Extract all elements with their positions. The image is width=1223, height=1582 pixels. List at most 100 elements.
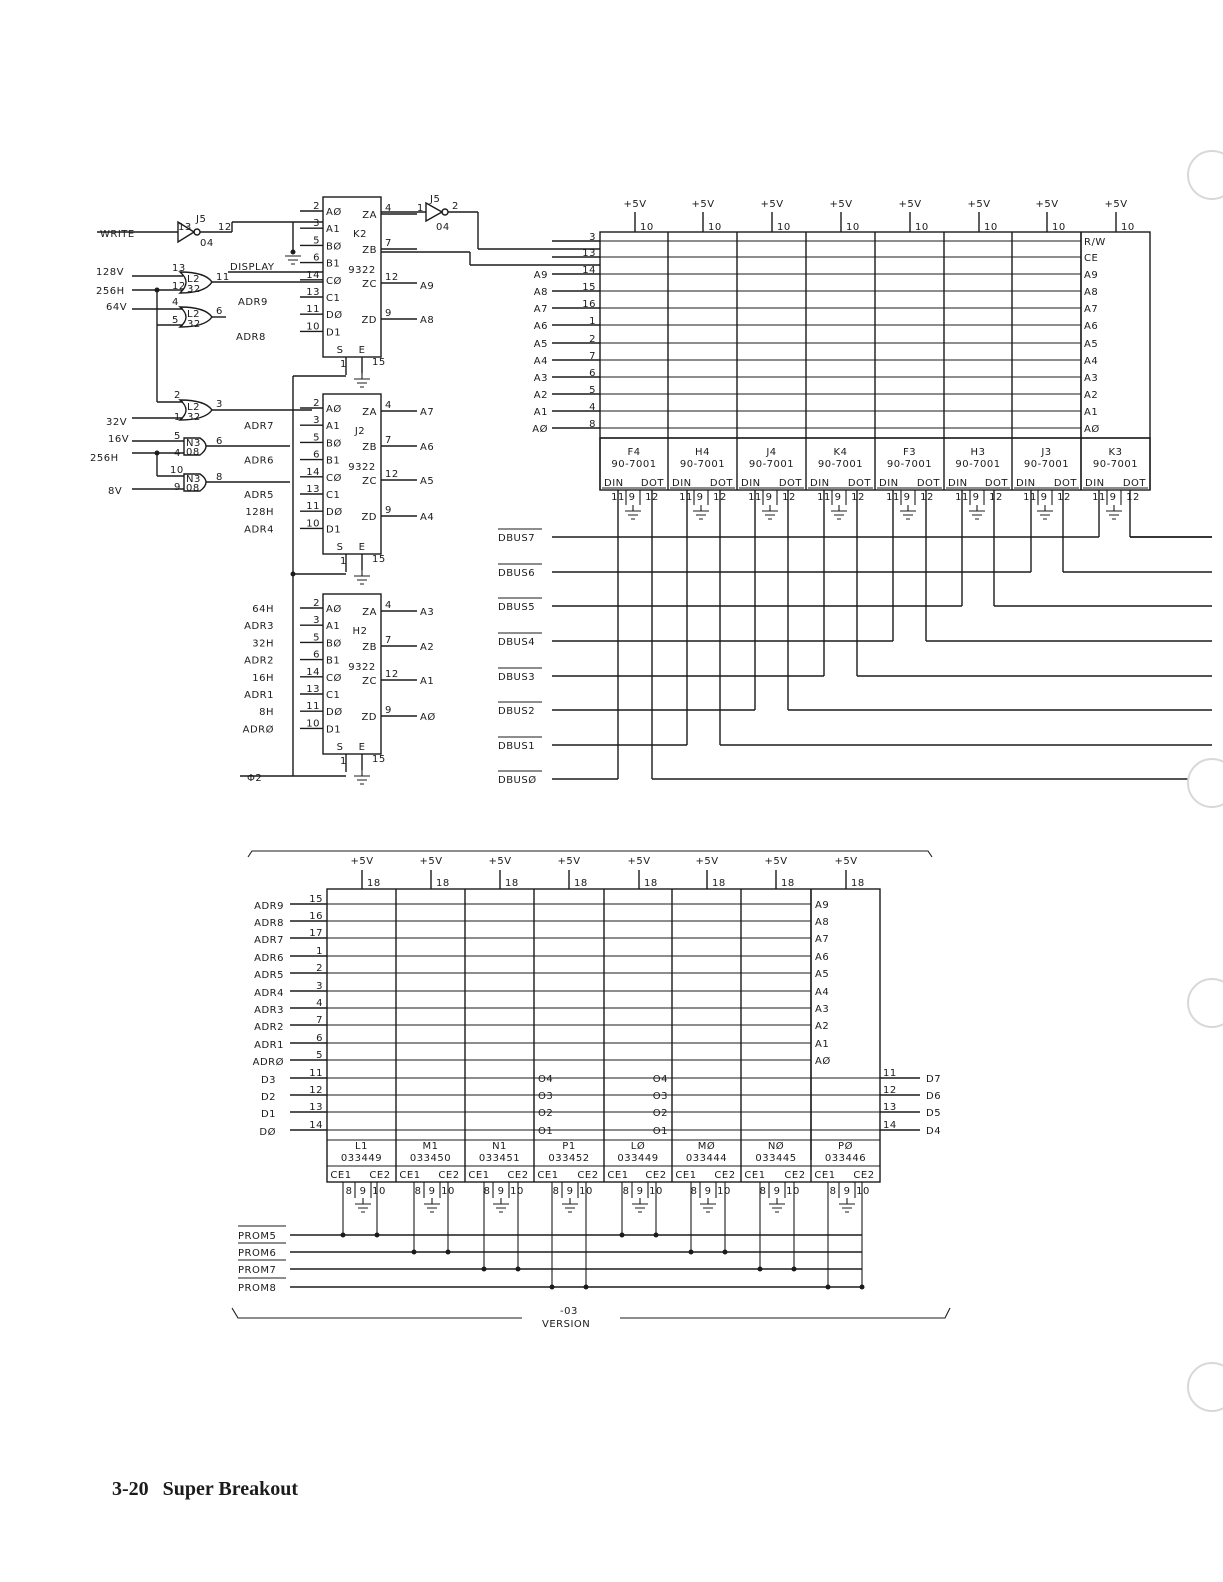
output-label: A6 xyxy=(420,442,434,453)
prom-address-label: A9 xyxy=(815,900,829,911)
pin-number: 9 xyxy=(385,308,392,319)
junction-dot xyxy=(619,1232,625,1238)
pin-name: ZD xyxy=(361,712,377,723)
ram-din: DIN xyxy=(672,478,692,489)
ram-din: DIN xyxy=(1085,478,1105,489)
pin-number: 10 xyxy=(510,1186,524,1197)
input-label: 16H xyxy=(252,673,274,684)
pin-number: 11 xyxy=(679,492,693,503)
pin-name: A1 xyxy=(326,224,340,235)
prom-address-label: A8 xyxy=(815,917,829,928)
gate-l2-c: L2 32 32V 2 1 3 xyxy=(106,390,312,428)
mux-type: 9322 xyxy=(348,265,375,276)
prom-address-input: ADR3 xyxy=(254,1005,284,1016)
prom-chip-ref: N1 xyxy=(492,1141,507,1152)
prom-address-input: ADR6 xyxy=(254,953,284,964)
ram-address-label: A1 xyxy=(1084,407,1098,418)
pin-number: 8 xyxy=(760,1186,767,1197)
input-32v: 32V xyxy=(106,417,127,428)
ram-dot: DOT xyxy=(1123,478,1147,489)
pin-number: 9 xyxy=(385,705,392,716)
mux-h2: 2AØ3A15BØ6B114CØ13C111DØ10D1ZA4ZB7ZC12ZD… xyxy=(243,593,436,785)
svg-text:8: 8 xyxy=(216,472,223,483)
output-label: AØ xyxy=(420,711,436,723)
pin-name: BØ xyxy=(326,240,342,252)
pin-number: 8 xyxy=(553,1186,560,1197)
ram-input-label: A5 xyxy=(534,339,548,350)
svg-text:2: 2 xyxy=(174,390,181,401)
ram-chip-part: 90-7001 xyxy=(680,459,725,470)
ram-dot: DOT xyxy=(779,478,803,489)
svg-text:32: 32 xyxy=(187,284,201,295)
pin-number: 18 xyxy=(367,878,381,889)
ram-chip-ref: H4 xyxy=(695,447,710,458)
pin-number: 16 xyxy=(582,299,596,310)
svg-text:13: 13 xyxy=(178,222,192,233)
prom-address-input: ADR8 xyxy=(254,918,284,929)
pin-number: 6 xyxy=(313,450,320,461)
ram-chip-ref: J4 xyxy=(765,447,776,458)
prom-address-input: ADR2 xyxy=(254,1022,284,1033)
pin-number: 9 xyxy=(429,1186,436,1197)
pin-number: 18 xyxy=(712,878,726,889)
ram-address-label: A6 xyxy=(1084,321,1098,332)
svg-text:11: 11 xyxy=(216,272,230,283)
select-s: S xyxy=(337,345,344,356)
j5-label-a: J5 xyxy=(195,214,206,225)
junction-dot xyxy=(411,1249,417,1255)
ram-din: DIN xyxy=(741,478,761,489)
pin-number: 3 xyxy=(313,218,320,229)
junction-dot xyxy=(859,1284,865,1290)
pin-number: 5 xyxy=(589,385,596,396)
output-label: A7 xyxy=(420,407,434,418)
svg-text:32: 32 xyxy=(187,412,201,423)
dbus-label: DBUS7 xyxy=(498,533,535,544)
pin-number: 12 xyxy=(1126,492,1140,503)
svg-text:1: 1 xyxy=(417,203,424,214)
mux-type: 9322 xyxy=(348,462,375,473)
input-label: ADR3 xyxy=(244,621,274,632)
pin-number: 13 xyxy=(309,1102,323,1113)
pin-name: CØ xyxy=(326,672,342,684)
prom-ce1: CE1 xyxy=(468,1170,489,1181)
pin-number: 8 xyxy=(623,1186,630,1197)
prom-ce1: CE1 xyxy=(399,1170,420,1181)
prom-ce2: CE2 xyxy=(577,1170,598,1181)
mux-j2: 2AØ3A15BØ6B114CØ13C111DØ10D1ZA4ZB7ZC12ZD… xyxy=(244,393,434,585)
display-label: DISPLAY xyxy=(230,262,275,273)
ram-address-label: A4 xyxy=(1084,356,1098,367)
pin-number: 7 xyxy=(385,435,392,446)
ground-symbol xyxy=(355,1203,371,1213)
prom-chip-part: 033446 xyxy=(825,1153,866,1164)
ram-chip-part: 90-7001 xyxy=(955,459,1000,470)
pin-number: 1 xyxy=(316,946,323,957)
pin-number: 2 xyxy=(316,963,323,974)
prom-data-output: D5 xyxy=(926,1108,941,1119)
prom-output-label: O3 xyxy=(653,1091,668,1102)
input-label: ADR5 xyxy=(244,490,274,501)
prom-output-label: O1 xyxy=(538,1126,553,1137)
pin-number: 12 xyxy=(920,492,934,503)
prom-select-label: PROM5 xyxy=(238,1231,276,1242)
pin-number: 8 xyxy=(691,1186,698,1197)
pin-number: 10 xyxy=(984,222,998,233)
output-label: A3 xyxy=(420,607,434,618)
mux-body xyxy=(322,593,382,755)
select-e: E xyxy=(359,345,366,356)
pin-number: 11 xyxy=(309,1068,323,1079)
pin-number: 7 xyxy=(589,351,596,362)
pin-number: 5 xyxy=(313,235,320,246)
pin-number: 1 xyxy=(340,556,347,567)
svg-text:04: 04 xyxy=(436,222,450,233)
pin-number: 13 xyxy=(306,287,320,298)
ram-chip-ref: K3 xyxy=(1109,447,1123,458)
input-label: ADR1 xyxy=(244,690,274,701)
pin-name: ZC xyxy=(362,476,377,487)
pin-number: 10 xyxy=(306,321,320,332)
pin-number: 1 xyxy=(340,756,347,767)
pin-name: BØ xyxy=(326,437,342,449)
pin-number: 18 xyxy=(436,878,450,889)
pin-name: ZC xyxy=(362,279,377,290)
prom-chip-part: 033444 xyxy=(686,1153,727,1164)
pin-number: 10 xyxy=(777,222,791,233)
